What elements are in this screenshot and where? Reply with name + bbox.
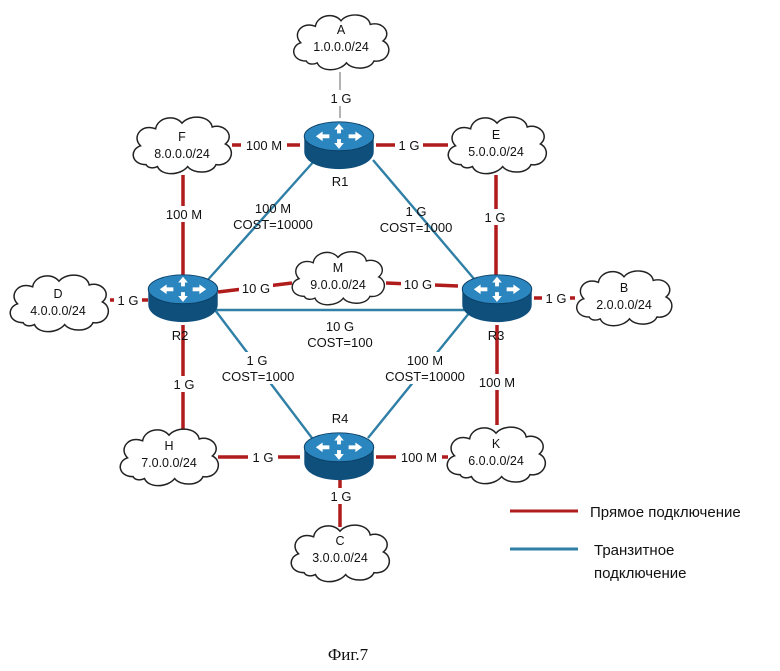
legend-transit-label-line2: подключение xyxy=(594,565,686,582)
label-r1-r3-cost: COST=1000 xyxy=(380,220,453,235)
cloud-b-net: 2.0.0.0/24 xyxy=(596,298,652,312)
label-r3-b: 1 G xyxy=(546,291,567,306)
label-r2-r4-speed: 1 G xyxy=(247,353,268,368)
label-f-r1: 100 M xyxy=(246,138,282,153)
label-d-r2: 1 G xyxy=(118,293,139,308)
label-h-r4: 1 G xyxy=(253,450,274,465)
label-r2-r4-cost: COST=1000 xyxy=(222,369,295,384)
cloud-m-net: 9.0.0.0/24 xyxy=(310,278,366,292)
router-r1: R1 xyxy=(304,122,373,189)
legend-direct-label: Прямое подключение xyxy=(590,504,741,521)
router-r4-label: R4 xyxy=(332,411,349,426)
cloud-k-net: 6.0.0.0/24 xyxy=(468,454,524,468)
cloud-c-net: 3.0.0.0/24 xyxy=(312,551,368,565)
cloud-f-net: 8.0.0.0/24 xyxy=(154,147,210,161)
label-m-r3: 10 G xyxy=(404,277,432,292)
cloud-c-name: C xyxy=(335,534,344,548)
cloud-f: F 8.0.0.0/24 xyxy=(133,117,231,173)
cloud-h-net: 7.0.0.0/24 xyxy=(141,456,197,470)
cloud-m-name: M xyxy=(333,261,343,275)
cloud-a-name: A xyxy=(337,23,346,37)
label-r2-m: 10 G xyxy=(242,281,270,296)
cloud-k: K 6.0.0.0/24 xyxy=(447,427,545,483)
label-f-r2: 100 M xyxy=(166,207,202,222)
label-r4-c: 1 G xyxy=(331,489,352,504)
router-r3-label: R3 xyxy=(488,328,505,343)
cloud-b-name: B xyxy=(620,281,628,295)
label-r3-r4-cost: COST=10000 xyxy=(385,369,465,384)
cloud-d-name: D xyxy=(53,287,62,301)
router-r2-label: R2 xyxy=(172,328,189,343)
cloud-d-net: 4.0.0.0/24 xyxy=(30,304,86,318)
label-r1-r2-cost: COST=10000 xyxy=(233,217,313,232)
label-e-r3: 1 G xyxy=(485,210,506,225)
label-r4-k: 100 M xyxy=(401,450,437,465)
legend-transit-label-line1: Транзитное xyxy=(594,542,674,559)
label-r3-k: 100 M xyxy=(479,375,515,390)
label-r3-r4-speed: 100 M xyxy=(407,353,443,368)
figure-caption: Фиг.7 xyxy=(328,645,369,664)
cloud-m: M 9.0.0.0/24 xyxy=(292,252,384,305)
cloud-h: H 7.0.0.0/24 xyxy=(120,429,218,485)
cloud-f-name: F xyxy=(178,130,186,144)
label-a-r1: 1 G xyxy=(331,91,352,106)
router-r1-label: R1 xyxy=(332,174,349,189)
router-r3: R3 xyxy=(462,275,531,343)
cloud-e: E 5.0.0.0/24 xyxy=(448,117,546,173)
cloud-a: A 1.0.0.0/24 xyxy=(294,15,389,70)
label-r1-r2-speed: 100 M xyxy=(255,201,291,216)
label-r1-e: 1 G xyxy=(399,138,420,153)
label-r2-r3-speed: 10 G xyxy=(326,319,354,334)
router-r4: R4 xyxy=(304,411,373,480)
label-r1-r3-speed: 1 G xyxy=(406,204,427,219)
cloud-c: C 3.0.0.0/24 xyxy=(291,525,389,581)
router-r2: R2 xyxy=(148,275,217,343)
cloud-e-net: 5.0.0.0/24 xyxy=(468,145,524,159)
cloud-d: D 4.0.0.0/24 xyxy=(10,275,108,331)
cloud-h-name: H xyxy=(164,439,173,453)
label-r2-r3-cost: COST=100 xyxy=(307,335,372,350)
cloud-a-net: 1.0.0.0/24 xyxy=(313,40,369,54)
legend: Прямое подключение Транзитное подключени… xyxy=(510,504,741,582)
cloud-b: B 2.0.0.0/24 xyxy=(577,271,672,326)
label-r2-h: 1 G xyxy=(174,377,195,392)
cloud-e-name: E xyxy=(492,128,500,142)
cloud-k-name: K xyxy=(492,437,501,451)
